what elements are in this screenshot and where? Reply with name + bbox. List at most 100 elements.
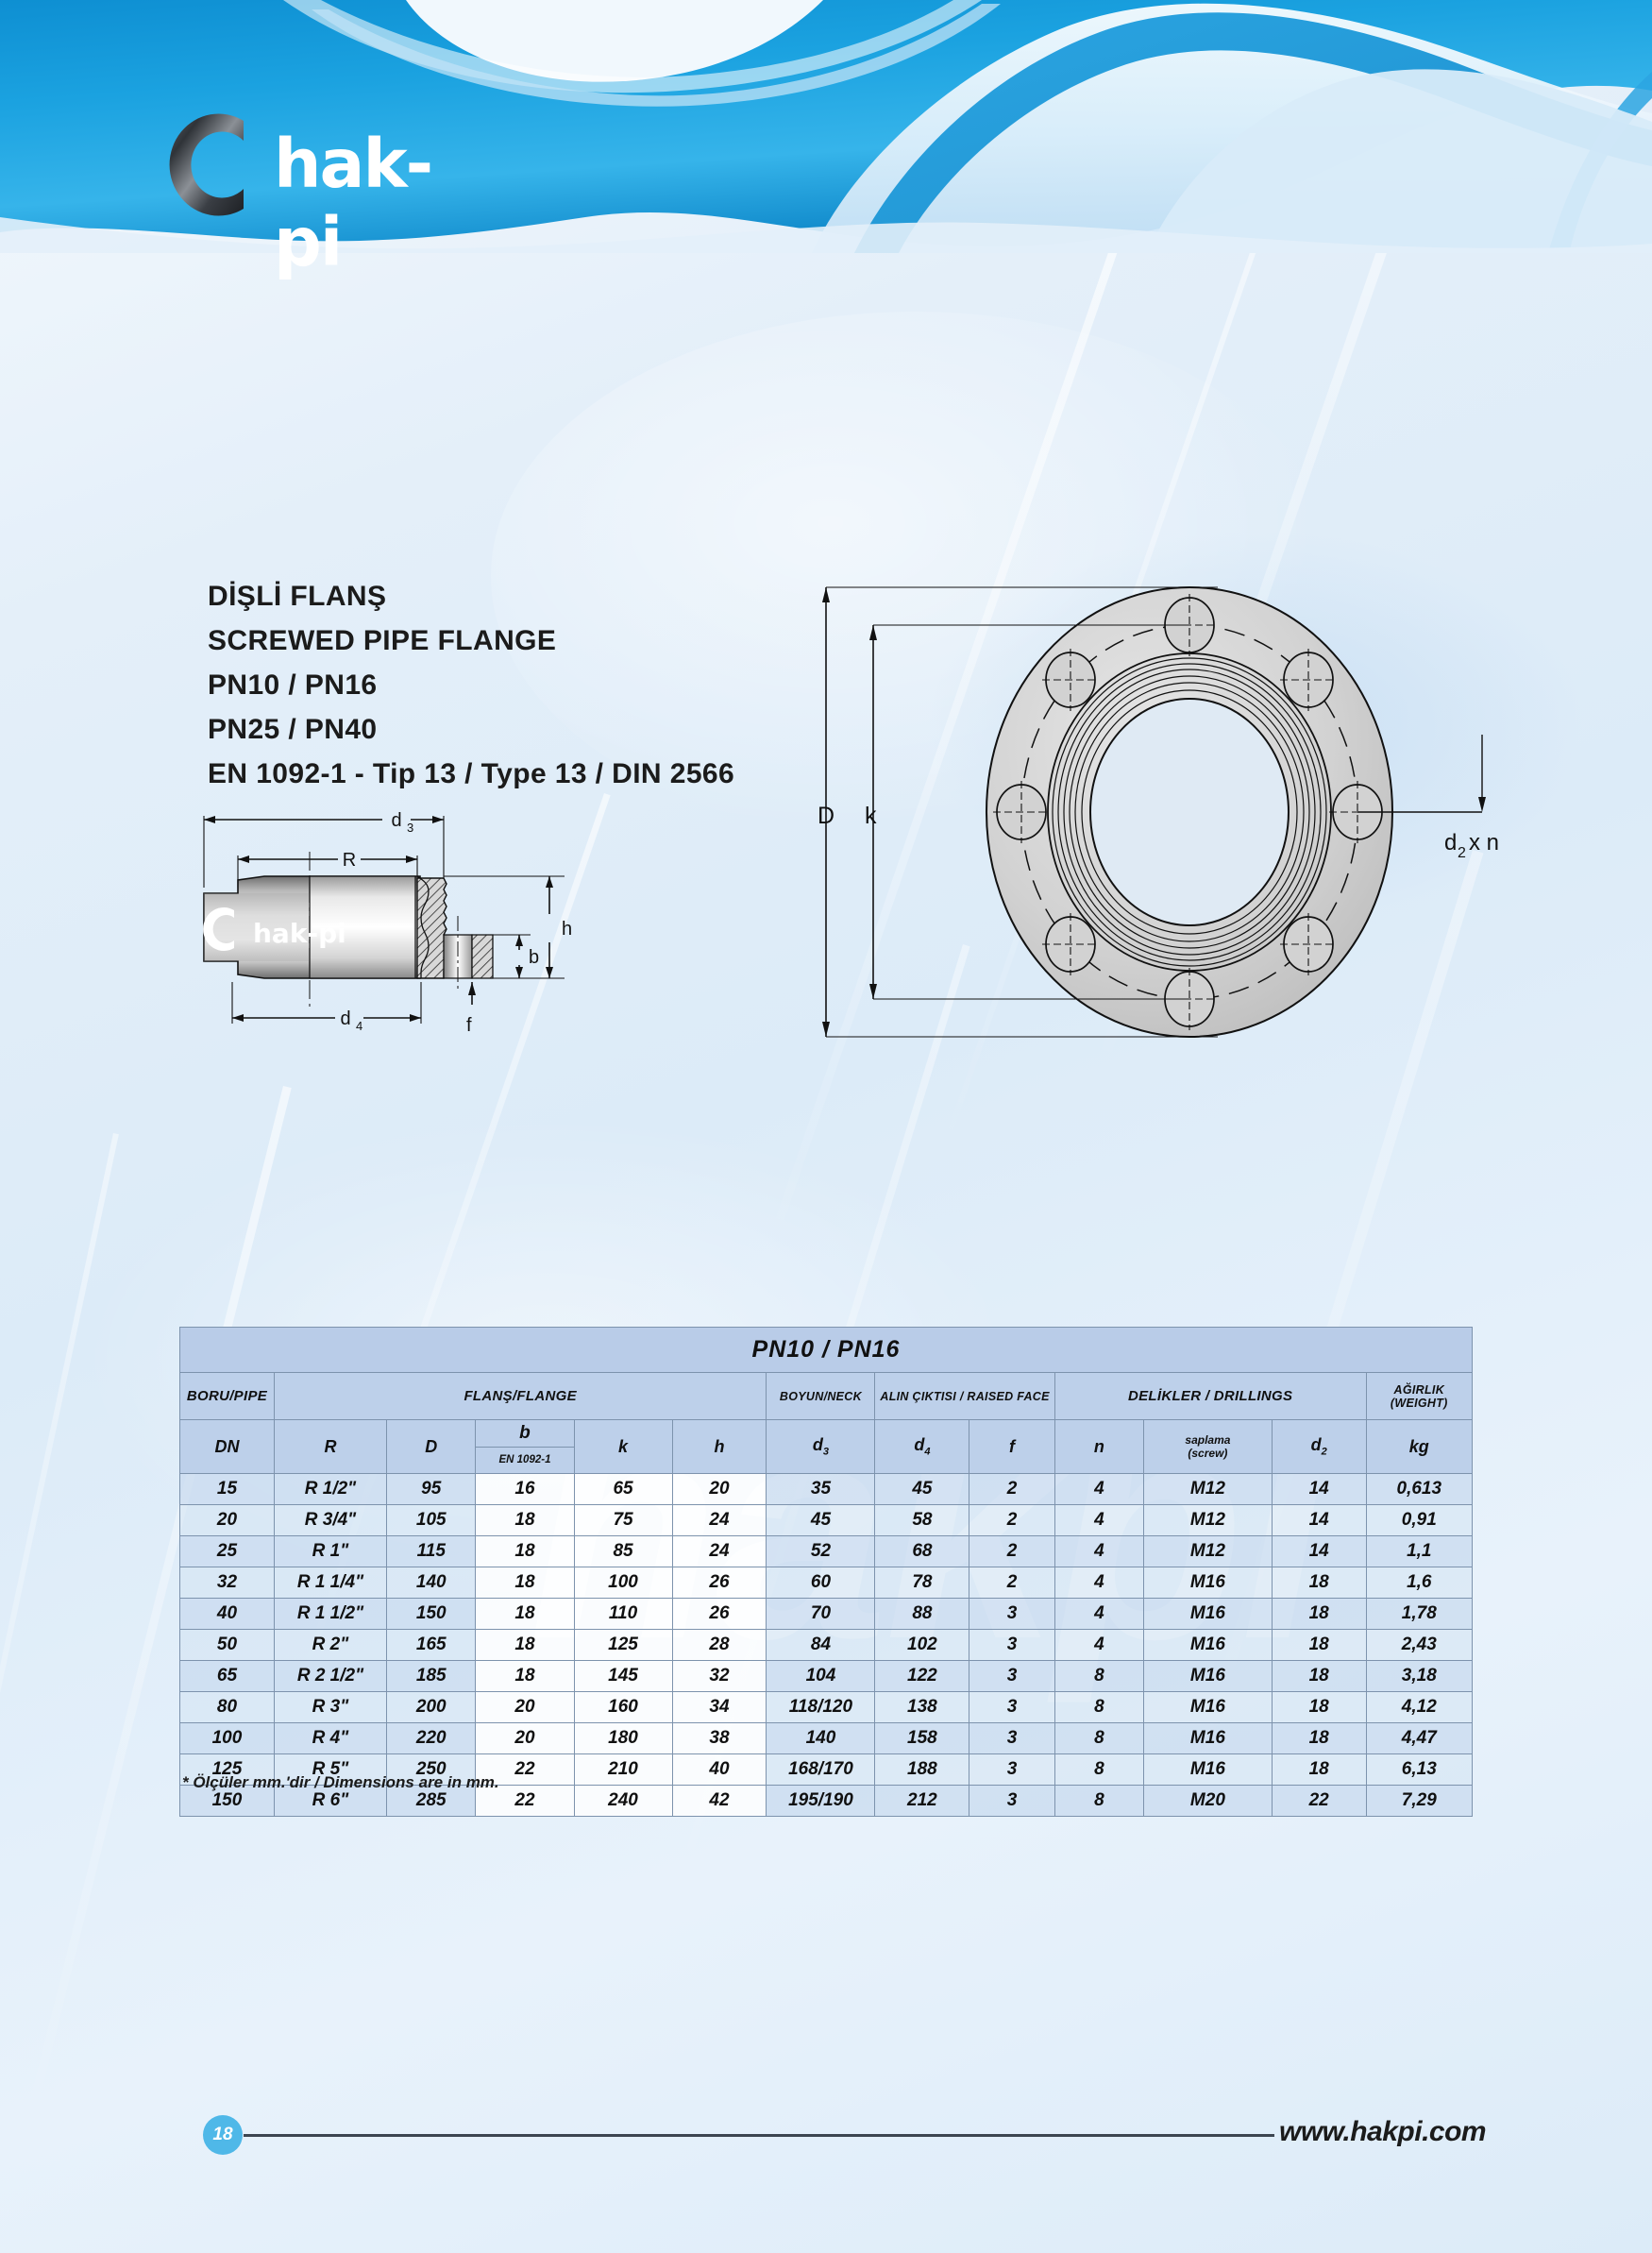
table-cell: 0,91 <box>1365 1504 1474 1536</box>
table-cell: R 2 1/2" <box>273 1660 388 1692</box>
table-cell: 2 <box>969 1535 1055 1567</box>
footer-website-url[interactable]: www.hakpi.com <box>1279 2116 1487 2147</box>
table-cell: 3 <box>969 1598 1055 1630</box>
table-cell: 158 <box>874 1722 970 1754</box>
table-cell: 88 <box>874 1598 970 1630</box>
table-cell: 4,12 <box>1365 1691 1474 1723</box>
table-cell: 26 <box>671 1567 767 1599</box>
svg-text:R: R <box>343 850 356 871</box>
table-cell: 35 <box>766 1473 876 1505</box>
table-cell: M16 <box>1143 1629 1273 1661</box>
table-cell: 40 <box>671 1753 767 1786</box>
svg-text:d: d <box>391 810 401 831</box>
table-cell: 8 <box>1054 1691 1145 1723</box>
table-cell: 185 <box>386 1660 477 1692</box>
table-cell: 14 <box>1271 1473 1367 1505</box>
table-cell: 18 <box>1271 1722 1367 1754</box>
table-cell: 32 <box>179 1567 275 1599</box>
table-cell: 110 <box>573 1598 673 1630</box>
page-number-badge: 18 <box>203 2115 243 2155</box>
table-cell: R 4" <box>273 1722 388 1754</box>
footer-divider <box>244 2134 1274 2137</box>
table-cell: 18 <box>475 1535 575 1567</box>
table-cell: M20 <box>1143 1785 1273 1817</box>
table-cell: 38 <box>671 1722 767 1754</box>
table-cell: 8 <box>1054 1753 1145 1786</box>
table-cell: 22 <box>475 1785 575 1817</box>
table-cell: M12 <box>1143 1535 1273 1567</box>
table-cell: M16 <box>1143 1691 1273 1723</box>
table-cell: 145 <box>573 1660 673 1692</box>
table-cell: M16 <box>1143 1722 1273 1754</box>
col-header-k: k <box>573 1419 673 1474</box>
col-header-screw-en: (screw) <box>1188 1447 1228 1460</box>
table-cell: 78 <box>874 1567 970 1599</box>
table-cell: 18 <box>475 1598 575 1630</box>
svg-text:D: D <box>818 803 834 829</box>
specification-table-wrapper: PN10 / PN16 BORU/PIPE FLANŞ/FLANGE BOYUN… <box>179 1327 1474 1817</box>
table-cell: 115 <box>386 1535 477 1567</box>
col-header-d: D <box>386 1419 477 1474</box>
svg-text:d: d <box>1444 830 1457 855</box>
col-header-h: h <box>671 1419 767 1474</box>
table-cell: 20 <box>475 1691 575 1723</box>
table-cell: 285 <box>386 1785 477 1817</box>
table-cell: R 6" <box>273 1785 388 1817</box>
title-line-1: DİŞLİ FLANŞ <box>208 581 387 612</box>
table-cell: 18 <box>475 1567 575 1599</box>
table-title: PN10 / PN16 <box>179 1327 1473 1373</box>
group-header-weight-line1: AĞIRLIK <box>1393 1382 1445 1397</box>
table-cell: 26 <box>671 1598 767 1630</box>
group-header-raised-face: ALIN ÇIKTISI / RAISED FACE <box>874 1372 1055 1420</box>
table-cell: 4 <box>1054 1629 1145 1661</box>
table-cell: 3 <box>969 1691 1055 1723</box>
table-footnote: * Ölçüler mm.'dir / Dimensions are in mm… <box>182 1773 499 1791</box>
table-cell: M16 <box>1143 1660 1273 1692</box>
svg-text:4: 4 <box>356 1019 362 1033</box>
page-footer: 18 www.hakpi.com <box>0 2115 1652 2191</box>
table-cell: 210 <box>573 1753 673 1786</box>
col-header-n: n <box>1054 1419 1145 1474</box>
table-cell: 118/120 <box>766 1691 876 1723</box>
col-header-screw-tr: saplama <box>1185 1433 1231 1447</box>
table-cell: R 2" <box>273 1629 388 1661</box>
table-cell: 0,613 <box>1365 1473 1474 1505</box>
table-cell: 65 <box>573 1473 673 1505</box>
table-cell: 3 <box>969 1660 1055 1692</box>
table-cell: 8 <box>1054 1660 1145 1692</box>
table-cell: 24 <box>671 1504 767 1536</box>
table-cell: 2 <box>969 1473 1055 1505</box>
table-cell: 40 <box>179 1598 275 1630</box>
table-cell: 84 <box>766 1629 876 1661</box>
table-cell: 85 <box>573 1535 673 1567</box>
table-cell: 14 <box>1271 1535 1367 1567</box>
table-cell: M12 <box>1143 1504 1273 1536</box>
table-cell: 14 <box>1271 1504 1367 1536</box>
side-view-drawing: d 3 R <box>160 793 765 1076</box>
table-cell: 160 <box>573 1691 673 1723</box>
table-cell: M16 <box>1143 1567 1273 1599</box>
group-header-pipe: BORU/PIPE <box>179 1372 275 1420</box>
group-header-flange: FLANŞ/FLANGE <box>273 1372 767 1420</box>
svg-text:f: f <box>466 1015 472 1036</box>
table-cell: 45 <box>874 1473 970 1505</box>
col-header-dn: DN <box>179 1419 275 1474</box>
table-cell: 18 <box>475 1629 575 1661</box>
col-header-d2: d2 <box>1271 1419 1367 1474</box>
table-cell: 34 <box>671 1691 767 1723</box>
table-cell: 28 <box>671 1629 767 1661</box>
table-cell: 8 <box>1054 1722 1145 1754</box>
table-cell: M12 <box>1143 1473 1273 1505</box>
table-cell: 50 <box>179 1629 275 1661</box>
table-cell: 122 <box>874 1660 970 1692</box>
table-cell: 3 <box>969 1753 1055 1786</box>
group-header-neck: BOYUN/NECK <box>766 1372 876 1420</box>
table-cell: 20 <box>671 1473 767 1505</box>
table-cell: 18 <box>475 1660 575 1692</box>
table-cell: 18 <box>1271 1598 1367 1630</box>
